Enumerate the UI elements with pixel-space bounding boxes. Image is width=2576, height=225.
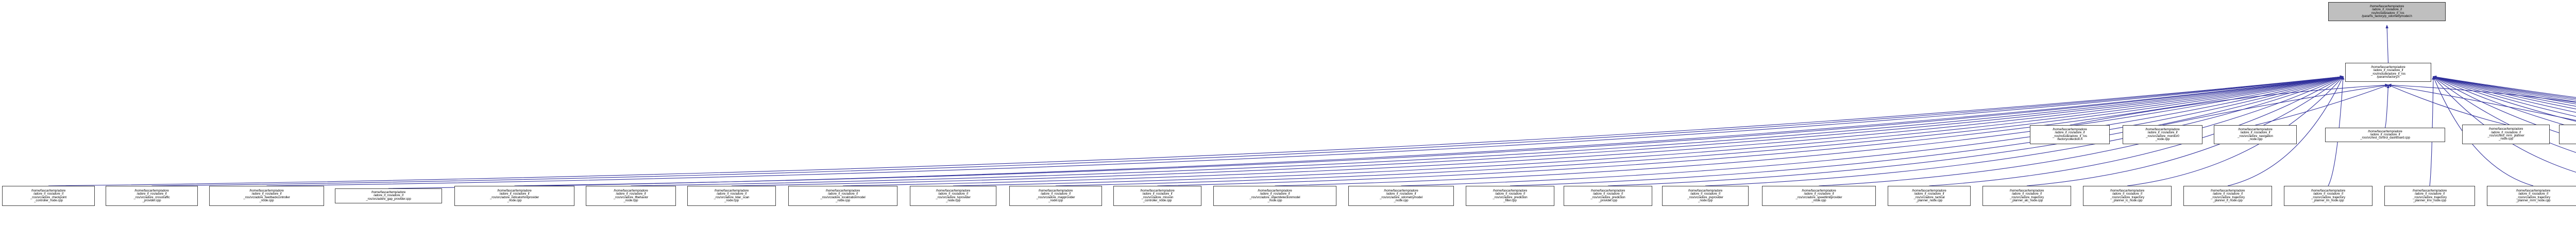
graph-node-label: /home/fascar/temp/adore /adore_if_ros/ad… bbox=[1590, 188, 1625, 202]
graph-node-label: /home/fascar/temp/adore /adore_if_ros/ad… bbox=[936, 188, 971, 202]
graph-node[interactable]: /home/fascar/temp/adore /adore_if_ros/ad… bbox=[2, 186, 95, 206]
graph-node-label: /home/fascar/temp/adore /adore_if_ros/ad… bbox=[2371, 65, 2405, 79]
graph-node[interactable]: /home/fascar/temp/adore /adore_if_ros/ad… bbox=[2183, 186, 2272, 206]
graph-node[interactable]: /home/fascar/temp/adore /adore_if_ros/ad… bbox=[1762, 186, 1876, 206]
graph-node[interactable]: /home/fascar/temp/adore /adore_if_ros/ad… bbox=[1982, 186, 2071, 206]
graph-node[interactable]: /home/fascar/temp/adore /adore_if_ros/ad… bbox=[1466, 186, 1554, 206]
graph-node[interactable]: /home/fascar/temp/adore /adore_if_ros/ad… bbox=[209, 186, 324, 206]
graph-node-root[interactable]: /home/fascar/temp/adore /adore_if_ros/ad… bbox=[2328, 2, 2446, 21]
graph-node[interactable]: /home/fascar/temp/adore /adore_if_ros/ad… bbox=[2384, 186, 2475, 206]
graph-node[interactable]: /home/fascar/temp/adore /adore_if_ros/ad… bbox=[2083, 186, 2172, 206]
graph-node-label: /home/fascar/temp/adore /adore_if_ros/ad… bbox=[2238, 127, 2273, 141]
graph-node[interactable]: /home/fascar/temp/adore /adore_if_ros/ad… bbox=[2462, 125, 2550, 144]
graph-node[interactable]: /home/fascar/temp/adore /adore_if_ros/ad… bbox=[1113, 186, 1201, 206]
graph-node[interactable]: /home/fascar/temp/adore /adore_if_ros/ad… bbox=[1009, 186, 1102, 206]
graph-node[interactable]: /home/fascar/temp/adore /adore_if_ros/ad… bbox=[1348, 186, 1454, 206]
graph-node[interactable]: /home/fascar/temp/adore /adore_if_ros/ad… bbox=[586, 186, 676, 206]
graph-node-label: /home/fascar/temp/adore /adore_if_ros/ad… bbox=[366, 191, 411, 201]
graph-node[interactable]: /home/fascar/temp/adore /adore_if_ros/ad… bbox=[2214, 125, 2297, 144]
graph-node[interactable]: /home/fascar/temp/adore /adore_if_ros/ad… bbox=[687, 186, 776, 206]
graph-node-label: /home/fascar/temp/adore /adore_if_ros/ad… bbox=[1380, 188, 1422, 202]
graph-node-label: /home/fascar/temp/adore /adore_if_ros/ad… bbox=[489, 188, 539, 202]
graph-node-label: /home/fascar/temp/adore /adore_if_ros/ad… bbox=[820, 188, 866, 202]
graph-node[interactable]: /home/fascar/temp/adore /adore_if_ros/ad… bbox=[2030, 125, 2110, 144]
graph-node-label: /home/fascar/temp/adore /adore_if_ros/ad… bbox=[1912, 188, 1946, 202]
graph-node-label: /home/fascar/temp/adore /adore_if_ros/ad… bbox=[2145, 127, 2180, 141]
graph-node[interactable]: /home/fascar/temp/adore /adore_if_ros/ad… bbox=[106, 186, 198, 206]
graph-node-label: /home/fascar/temp/adore /adore_if_ros/ad… bbox=[2412, 188, 2447, 202]
graph-node[interactable]: /home/fascar/temp/adore /adore_if_ros/ad… bbox=[2284, 186, 2372, 206]
graph-node-label: /home/fascar/temp/adore /adore_if_ros/ad… bbox=[2110, 188, 2145, 202]
graph-node-label: /home/fascar/temp/adore /adore_if_ros/ad… bbox=[1249, 188, 1300, 202]
graph-node[interactable]: /home/fascar/temp/adore /adore_if_ros/ad… bbox=[2325, 128, 2445, 142]
graph-node[interactable]: /home/fascar/temp/adore /adore_if_ros/ad… bbox=[2345, 63, 2431, 82]
graph-node-label: /home/fascar/temp/adore /adore_if_ros/ad… bbox=[1140, 188, 1175, 202]
graph-node-label: /home/fascar/temp/adore /adore_if_ros/ad… bbox=[30, 188, 67, 202]
graph-node-label: /home/fascar/temp/adore /adore_if_ros/ad… bbox=[1493, 188, 1528, 202]
graph-node[interactable]: /home/fascar/temp/adore /adore_if_ros/ad… bbox=[2487, 186, 2576, 206]
graph-node-label: /home/fascar/temp/adore /adore_if_ros/ad… bbox=[2360, 129, 2410, 140]
graph-node-label: /home/fascar/temp/adore /adore_if_ros/ad… bbox=[2362, 4, 2412, 18]
graph-node-label: /home/fascar/temp/adore /adore_if_ros/ad… bbox=[2516, 188, 2551, 202]
graph-node-label: /home/fascar/temp/adore /adore_if_ros/ad… bbox=[714, 188, 750, 202]
graph-node[interactable]: /home/fascar/temp/adore /adore_if_ros/ad… bbox=[1564, 186, 1652, 206]
graph-node[interactable]: /home/fascar/temp/adore /adore_if_ros/ad… bbox=[1888, 186, 1971, 206]
graph-node[interactable]: /home/fascar/temp/adore /adore_if_ros/ad… bbox=[910, 186, 996, 206]
graph-node[interactable]: /home/fascar/temp/adore /adore_if_ros/ad… bbox=[335, 188, 442, 203]
graph-node-label: /home/fascar/temp/adore /adore_if_ros/ad… bbox=[1687, 188, 1723, 202]
graph-node-label: /home/fascar/temp/adore /adore_if_ros/ad… bbox=[1036, 188, 1075, 202]
graph-node[interactable]: /home/fascar/temp/adore /adore_if_ros/ad… bbox=[1662, 186, 1749, 206]
graph-node-label: /home/fascar/temp/adore /adore_if_ros/ad… bbox=[2210, 188, 2245, 202]
graph-node-label: /home/fascar/temp/adore /adore_if_ros/ad… bbox=[2311, 188, 2346, 202]
graph-node-label: /home/fascar/temp/adore /adore_if_ros/ad… bbox=[133, 188, 170, 202]
graph-node[interactable]: /home/fascar/temp/adore /adore_if_ros/ad… bbox=[788, 186, 897, 206]
graph-node-label: /home/fascar/temp/adore /adore_if_ros/ad… bbox=[2009, 188, 2044, 202]
graph-node-label: /home/fascar/temp/adore /adore_if_ros/ad… bbox=[1795, 188, 1842, 202]
graph-node[interactable]: /home/fascar/temp/adore /adore_if_ros/ad… bbox=[1213, 186, 1336, 206]
graph-node-label: /home/fascar/temp/adore /adore_if_ros/ad… bbox=[243, 188, 290, 202]
graph-node-label: /home/fascar/temp/adore /adore_if_ros/ad… bbox=[2053, 127, 2087, 141]
graph-node[interactable]: /home/fascar/temp/adore /adore_if_ros/ad… bbox=[2123, 125, 2202, 144]
graph-node[interactable]: /home/fascar/temp/adore /adore_if_ros/ad… bbox=[454, 186, 574, 206]
graph-node-label: /home/fascar/temp/adore /adore_if_ros/ad… bbox=[613, 188, 649, 202]
graph-node-label: /home/fascar/temp/adore /adore_if_ros/ad… bbox=[2487, 127, 2524, 141]
graph-node[interactable]: /home/fascar/temp/adore /adore_if_ros/ad… bbox=[2559, 125, 2576, 144]
